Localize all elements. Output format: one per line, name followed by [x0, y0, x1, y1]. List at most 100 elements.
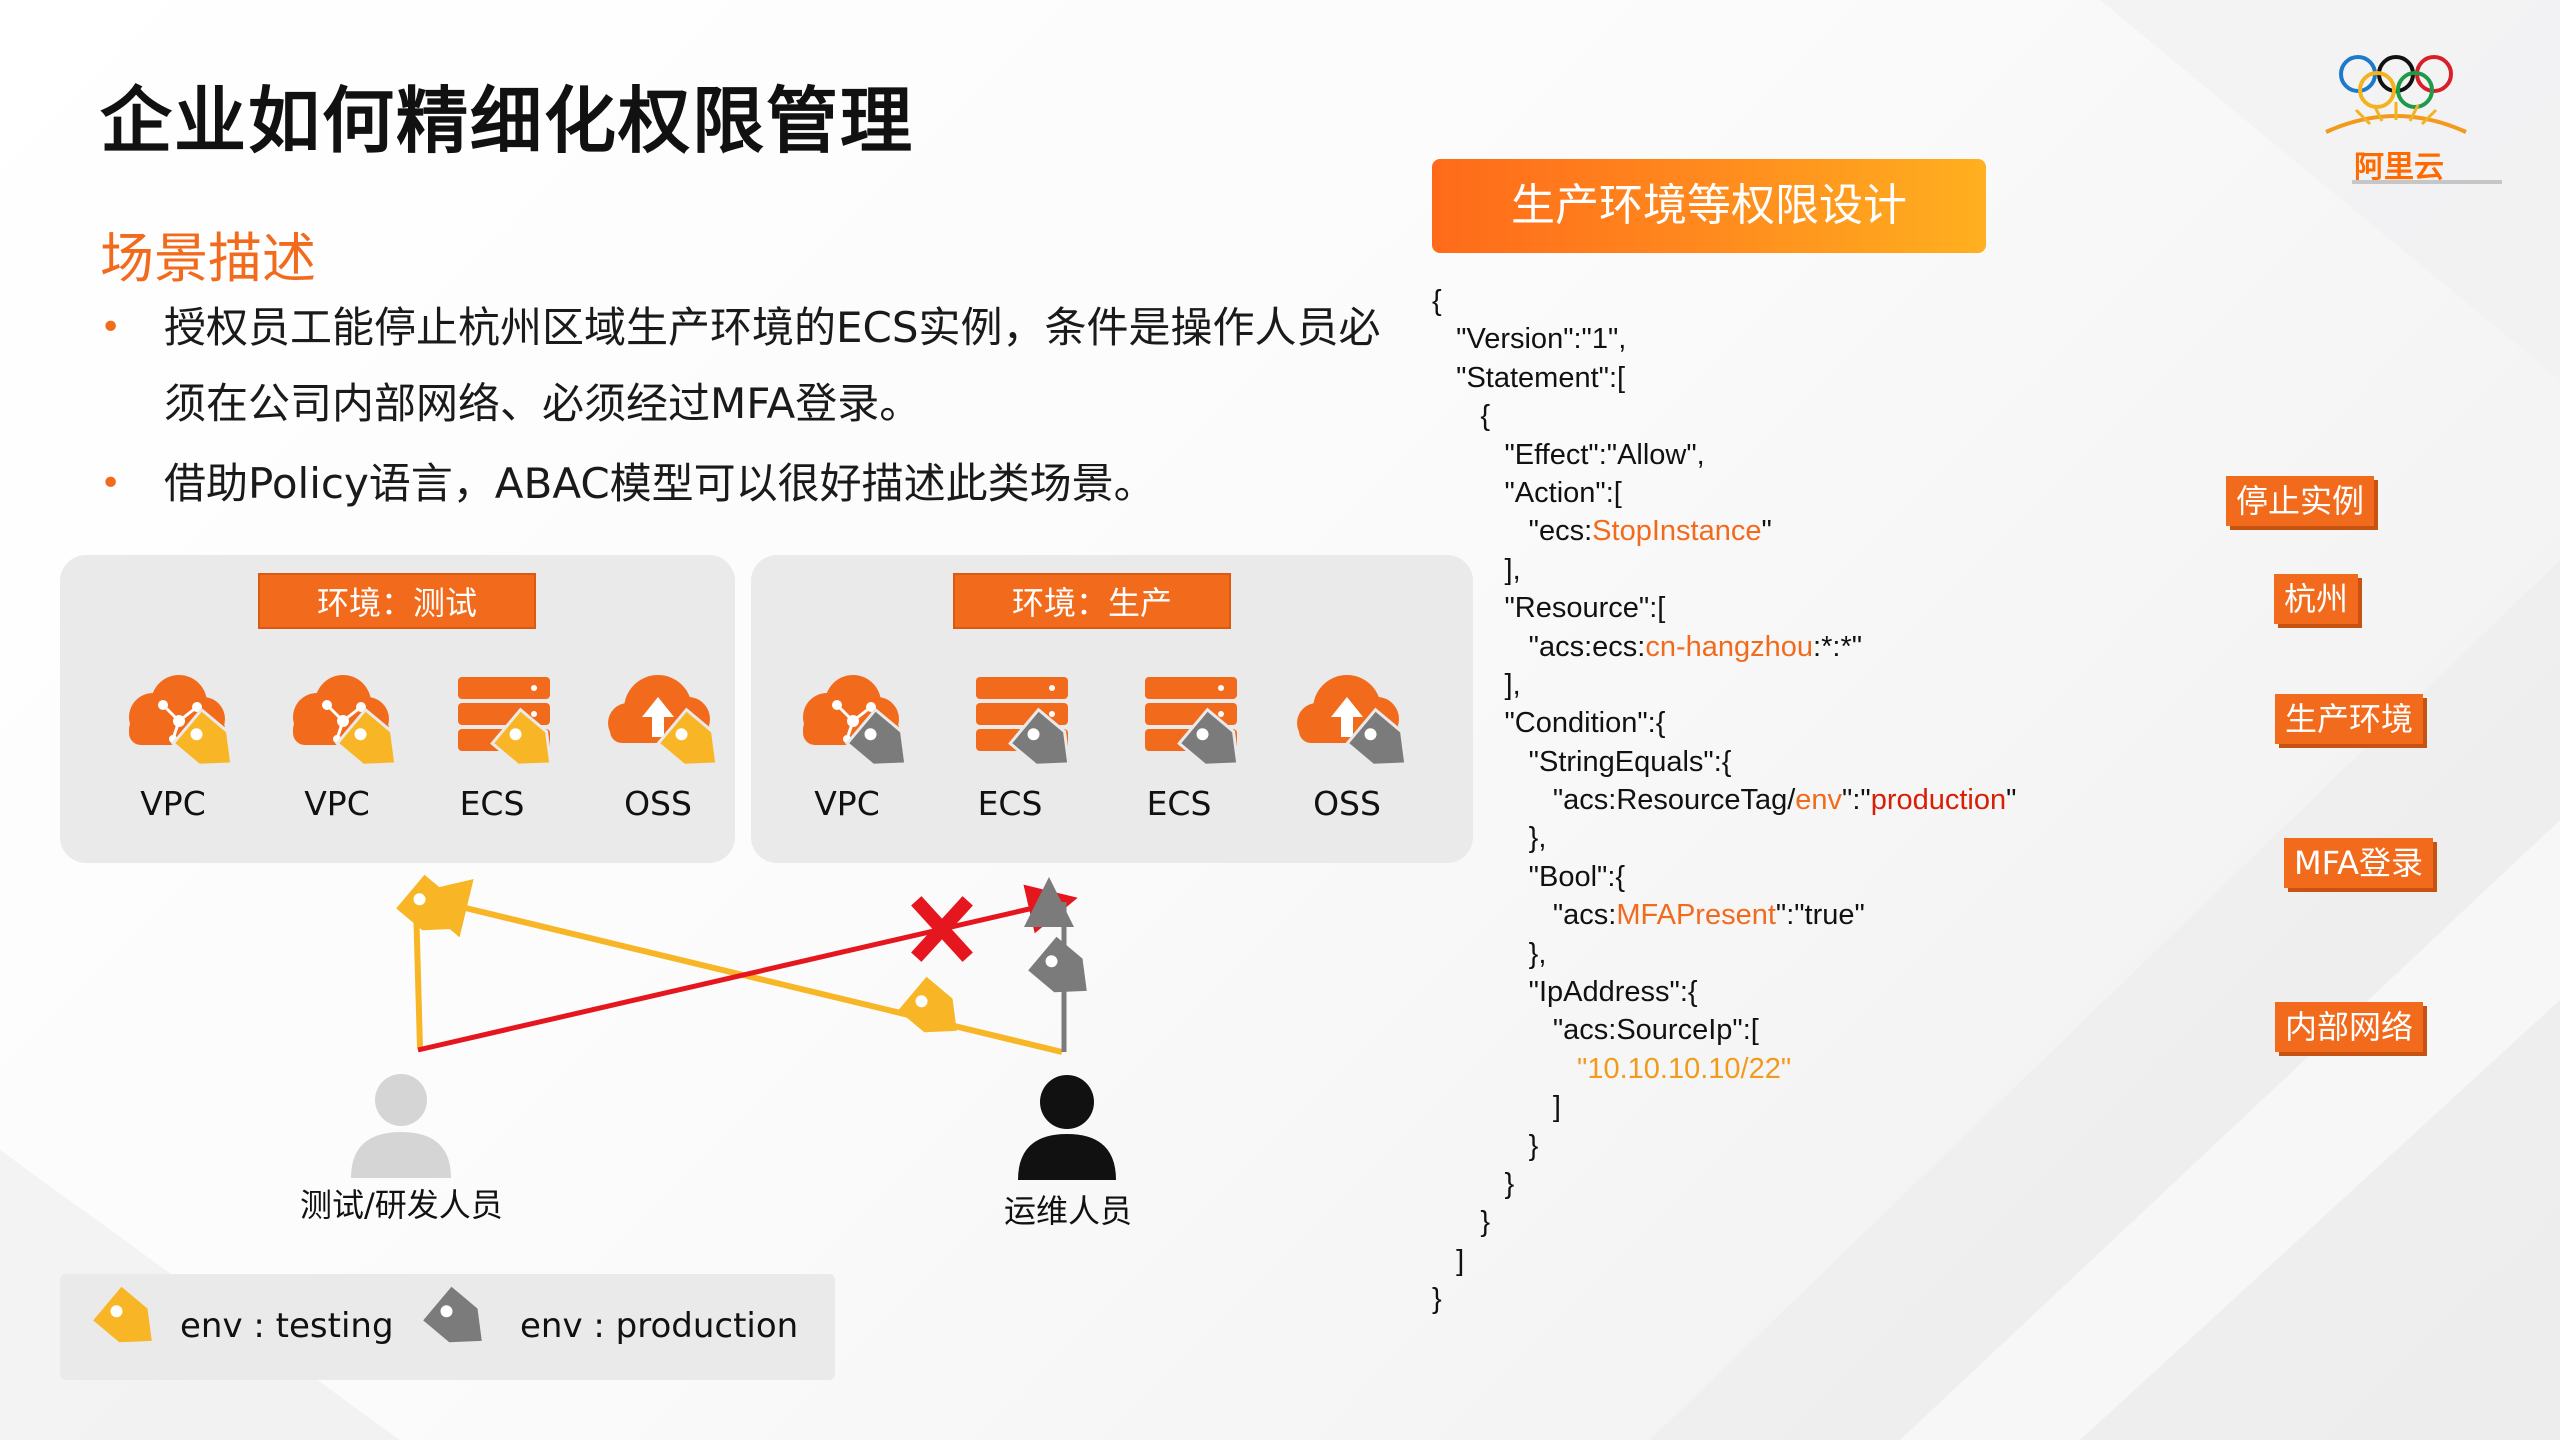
- policy-token: ],: [1432, 668, 1521, 701]
- bullet-marker: •: [100, 307, 122, 348]
- policy-token: "ecs:: [1432, 515, 1593, 548]
- page-title: 企业如何精细化权限管理: [100, 79, 915, 163]
- policy-line: {: [1432, 397, 2016, 435]
- policy-token: ":"true": [1775, 899, 1865, 932]
- production-environment-badge: 环境：生产: [953, 573, 1231, 629]
- policy-line: "ecs:StopInstance": [1432, 512, 2016, 550]
- resource-label: VPC: [304, 784, 370, 823]
- legend-testing-label: env : testing: [180, 1306, 394, 1346]
- policy-token: ": [2006, 784, 2017, 817]
- policy-token: }: [1432, 1283, 1442, 1316]
- annotation-production-env: 生产环境: [2275, 694, 2424, 744]
- cloud-network-icon: [129, 675, 234, 767]
- policy-line: "Effect":"Allow",: [1432, 436, 2016, 474]
- tester-person-icon: [351, 1074, 451, 1178]
- policy-line: "acs:MFAPresent":"true": [1432, 896, 2016, 934]
- logo-subtext: [2352, 178, 2502, 189]
- policy-line: ]: [1432, 1242, 2016, 1280]
- policy-line: "Action":[: [1432, 474, 2016, 512]
- tester-label: 测试/研发人员: [300, 1186, 503, 1224]
- policy-line: ],: [1432, 666, 2016, 704]
- policy-line: }: [1432, 1165, 2016, 1203]
- resource-label: OSS: [624, 784, 692, 823]
- policy-token: }: [1432, 1206, 1491, 1239]
- policy-token: ":": [1842, 784, 1871, 817]
- policy-line: {: [1432, 282, 2016, 320]
- policy-line: }: [1432, 1127, 2016, 1165]
- bullet-2-text: 借助Policy语言，ABAC模型可以很好描述此类场景。: [164, 459, 1156, 508]
- resource-label: ECS: [459, 784, 525, 823]
- resource-label: VPC: [140, 784, 206, 823]
- policy-token: StopInstance: [1592, 515, 1762, 548]
- legend-production-label: env : production: [520, 1306, 799, 1346]
- annotation-internal-network: 内部网络: [2275, 1002, 2424, 1052]
- policy-line: "10.10.10.10/22": [1432, 1050, 2016, 1088]
- policy-token: "Version":"1",: [1432, 323, 1627, 356]
- policy-token: {: [1432, 400, 1491, 433]
- policy-token: {: [1432, 285, 1442, 317]
- policy-token: "Action":[: [1432, 476, 1622, 509]
- policy-token: "StringEquals":{: [1432, 745, 1732, 778]
- resource-label: ECS: [1146, 784, 1212, 823]
- policy-line: "acs:ecs:cn-hangzhou:*:*": [1432, 628, 2016, 666]
- server-stack-icon: [458, 677, 553, 767]
- policy-line: "acs:ResourceTag/env":"production": [1432, 781, 2017, 819]
- policy-line: "Resource":[: [1432, 589, 2016, 627]
- policy-line: ]: [1432, 1088, 2016, 1126]
- policy-line: ],: [1432, 551, 2016, 589]
- policy-line: "IpAddress":{: [1432, 973, 2016, 1011]
- policy-token: }: [1432, 1167, 1515, 1200]
- policy-line: }: [1432, 1280, 2016, 1318]
- bullet-marker: •: [100, 463, 122, 504]
- scenario-heading: 场景描述: [100, 227, 316, 290]
- annotation-stop-instance: 停止实例: [2226, 476, 2375, 526]
- policy-line: "StringEquals":{: [1432, 743, 2016, 781]
- policy-line: "Statement":[: [1432, 359, 2016, 397]
- policy-token: "IpAddress":{: [1432, 976, 1698, 1009]
- policy-token: "Statement":[: [1432, 361, 1626, 394]
- annotation-mfa-login: MFA登录: [2284, 838, 2433, 888]
- policy-token: ]: [1432, 1091, 1561, 1124]
- server-stack-icon: [1145, 677, 1240, 767]
- policy-line: },: [1432, 819, 2016, 857]
- policy-token: ],: [1432, 553, 1521, 586]
- midline-testing-tag-icon: [898, 976, 957, 1033]
- ops-label: 运维人员: [1004, 1192, 1133, 1230]
- resource-label: VPC: [814, 784, 880, 823]
- policy-code-block: { "Version":"1", "Statement":[ { "Effect…: [1432, 282, 2016, 1319]
- tester-tag-icon: [396, 874, 455, 931]
- policy-token: "Condition":{: [1432, 707, 1666, 740]
- policy-token: "Resource":[: [1432, 592, 1666, 625]
- olympic-rings-logo: [2325, 55, 2467, 134]
- policy-token: "10.10.10.10/22": [1577, 1052, 1792, 1085]
- policy-token: },: [1432, 822, 1547, 855]
- policy-token: production: [1870, 784, 2007, 817]
- policy-header: 生产环境等权限设计: [1432, 159, 1986, 253]
- policy-token: [1432, 1053, 1577, 1085]
- logo-subtext-glyphs: [2352, 180, 2502, 184]
- policy-token: "Effect":"Allow",: [1432, 438, 1705, 471]
- test-environment-badge: 环境：测试: [258, 573, 536, 629]
- cloud-network-icon: [293, 675, 398, 767]
- policy-token: "acs:SourceIp":[: [1432, 1014, 1759, 1047]
- ops-person-icon: [1018, 1075, 1116, 1180]
- policy-token: ": [1761, 515, 1772, 548]
- server-stack-icon: [976, 677, 1071, 767]
- cloud-network-icon: [803, 675, 908, 767]
- cloud-upload-icon: [1297, 675, 1408, 767]
- policy-token: }: [1432, 1129, 1539, 1162]
- policy-token: cn-hangzhou: [1645, 630, 1814, 663]
- ops-production-tag-icon: [1028, 936, 1087, 993]
- policy-token: "acs:ResourceTag/: [1432, 784, 1796, 817]
- policy-line: },: [1432, 935, 2016, 973]
- policy-token: MFAPresent: [1616, 899, 1776, 932]
- deny-x-icon: [911, 896, 973, 962]
- resource-label: ECS: [977, 784, 1043, 823]
- policy-token: },: [1432, 937, 1547, 970]
- policy-token: "acs:: [1432, 899, 1617, 932]
- policy-line: }: [1432, 1203, 2016, 1241]
- policy-token: "acs:ecs:: [1432, 630, 1646, 663]
- policy-token: env: [1795, 784, 1843, 817]
- policy-line: "Version":"1",: [1432, 320, 2016, 358]
